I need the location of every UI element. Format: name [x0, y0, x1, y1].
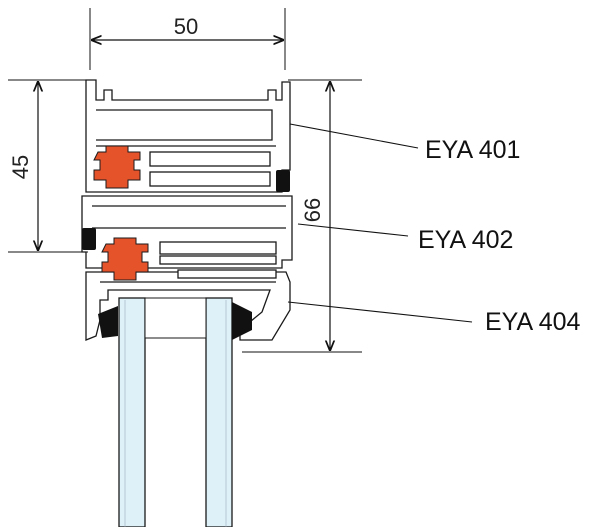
- gaskets: [82, 170, 290, 340]
- profile-eya-401: [85, 79, 291, 193]
- height-dimension-label: 45: [8, 155, 33, 179]
- glass-spacer: [144, 297, 207, 339]
- profile-eya-402-chamber-2: [159, 255, 277, 265]
- profile-eya-404: [85, 269, 291, 341]
- profile-eya-401-inner: [96, 109, 273, 141]
- gasket-glass-left: [98, 306, 118, 338]
- profile-eya-404-chamber: [177, 269, 277, 279]
- profile-eya-402-outline: [81, 195, 293, 269]
- callout-label-eya-402: EYA 402: [418, 226, 513, 254]
- glass-pane-left: [118, 297, 146, 527]
- thermal-break-lower: [101, 237, 149, 281]
- glass-pane-right: [205, 297, 233, 527]
- gasket-glass-right: [232, 302, 252, 340]
- profile-eya-401-chamber-2: [149, 171, 271, 187]
- depth-dimension: 66: [242, 79, 362, 353]
- gasket-mid-left: [82, 228, 96, 250]
- callout-leader-eya-404: [287, 301, 473, 323]
- thermal-break-upper: [93, 145, 141, 189]
- depth-dimension-label: 66: [300, 198, 325, 222]
- callout-leaders: [287, 123, 473, 323]
- width-dimension-label: 50: [174, 14, 198, 39]
- callout-leader-eya-402: [297, 223, 409, 237]
- height-dimension: 45: [8, 79, 88, 253]
- thermal-breaks: [93, 145, 149, 281]
- callout-label-eya-401: EYA 401: [425, 136, 520, 164]
- profile-eya-401-chamber: [149, 151, 271, 167]
- callout-label-eya-404: EYA 404: [485, 308, 581, 336]
- profile-eya-402: [81, 195, 293, 269]
- profile-eya-404-outline: [85, 271, 291, 341]
- callout-leader-eya-401: [289, 123, 419, 149]
- width-dimension: 50: [89, 8, 286, 70]
- profile-eya-402-chamber: [159, 241, 277, 255]
- gasket-upper-right: [276, 170, 290, 192]
- glazing-unit: [118, 297, 233, 527]
